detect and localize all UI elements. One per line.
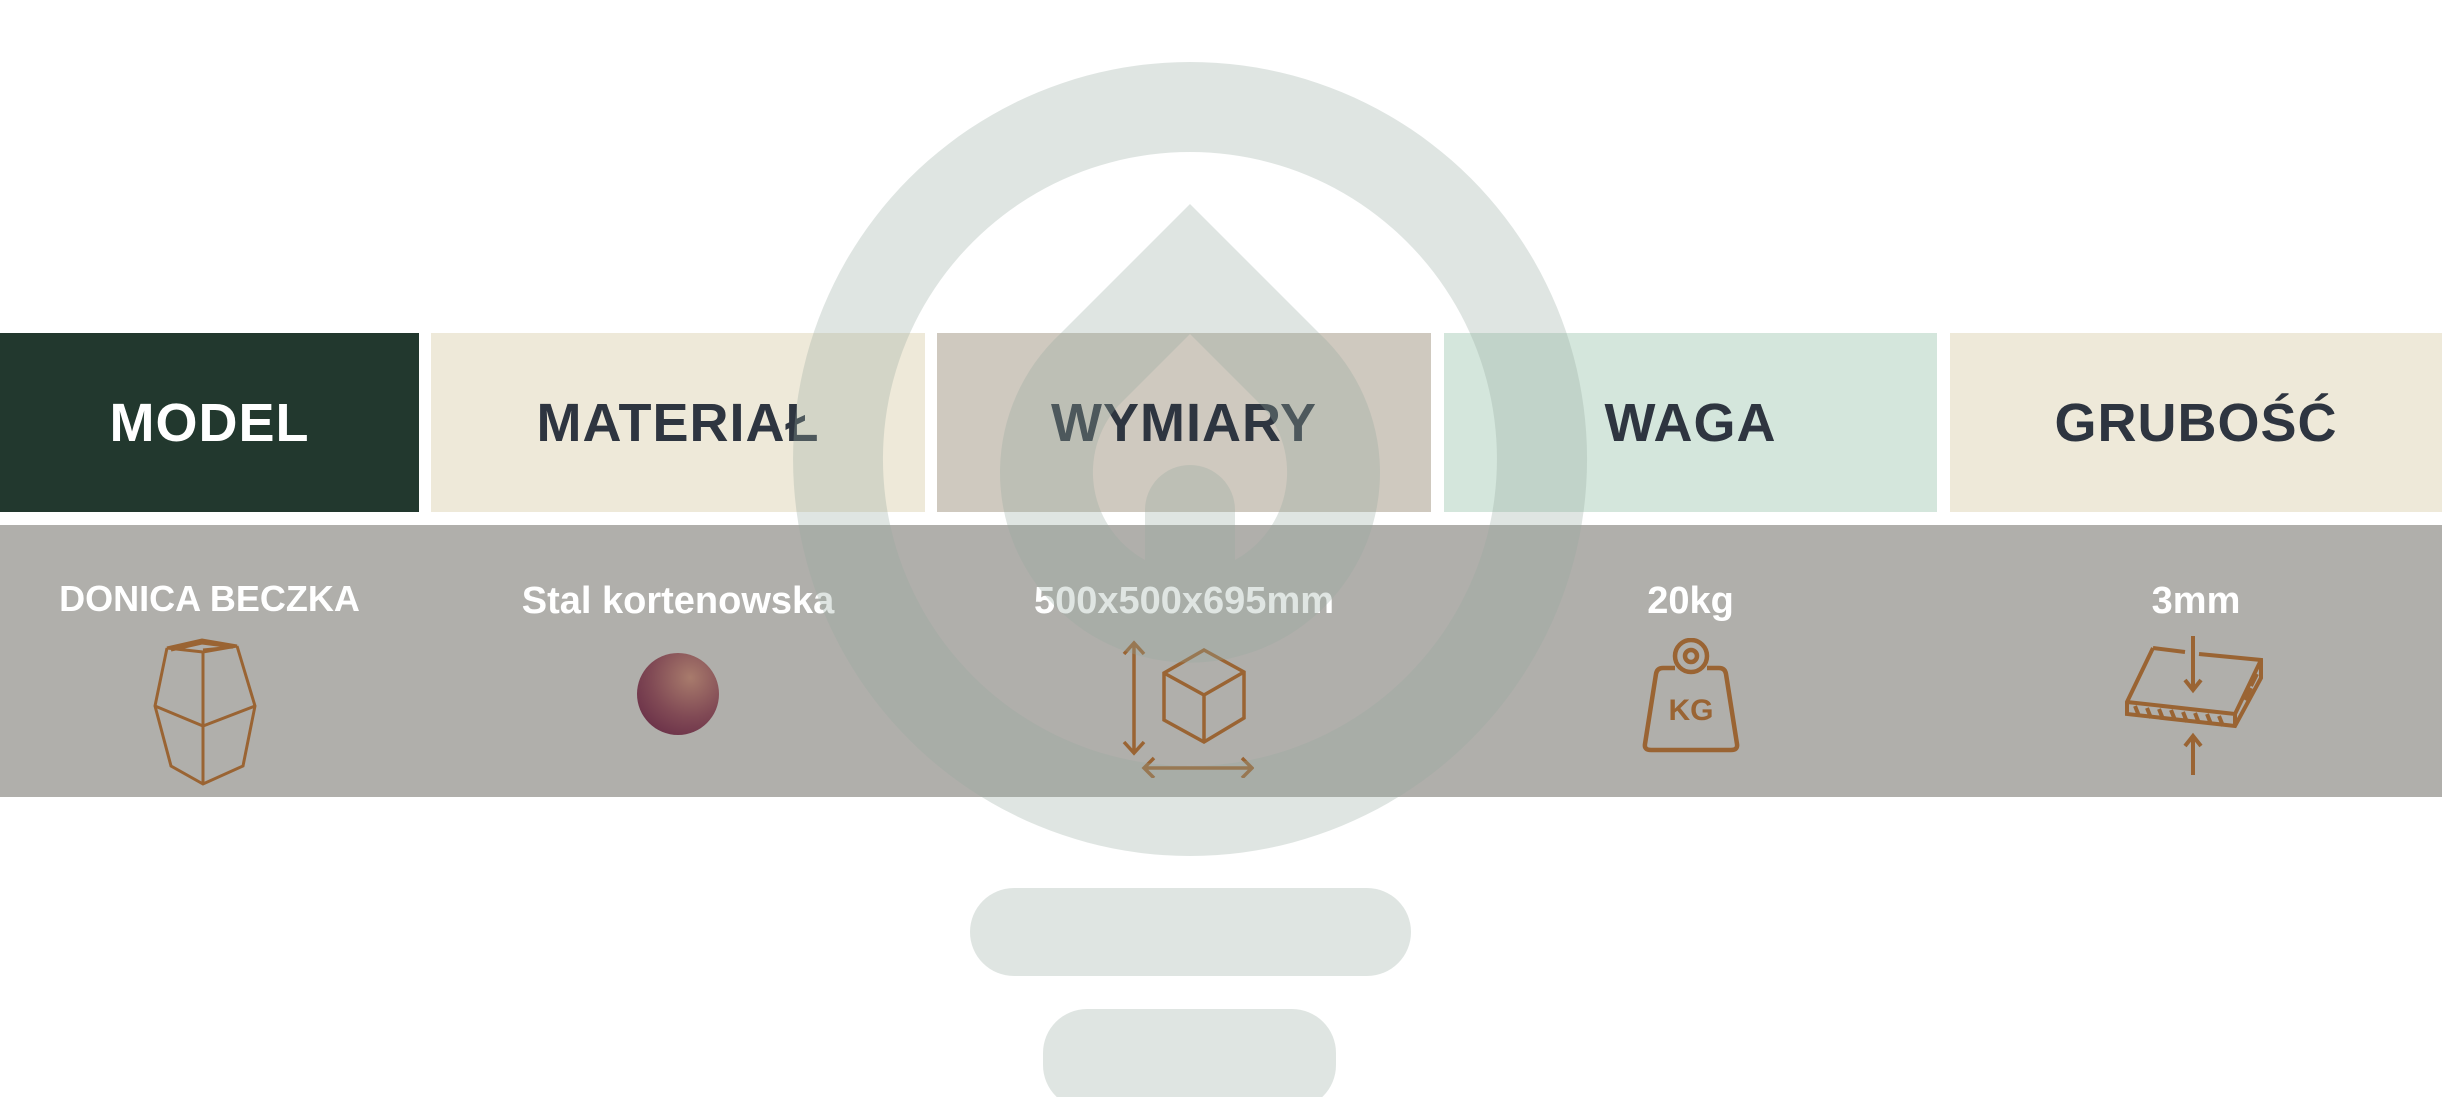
cube-dimensions-icon <box>1122 640 1254 778</box>
values-band: DONICA BECZKA Stal kortenowska 500x500x6… <box>0 525 2442 797</box>
header-dimensions: WYMIARY <box>937 333 1431 512</box>
material-value: Stal kortenowska <box>521 580 835 622</box>
kg-weight-icon: KG <box>1642 638 1739 753</box>
header-model: MODEL <box>0 333 419 512</box>
model-cell: DONICA BECZKA <box>0 525 419 797</box>
corten-sphere-icon <box>637 653 719 735</box>
thickness-cell: 3mm <box>1950 525 2442 797</box>
header-thickness: GRUBOŚĆ <box>1950 333 2442 512</box>
model-value: DONICA BECZKA <box>59 578 360 619</box>
dimensions-value: 500x500x695mm <box>1033 580 1335 622</box>
thickness-value: 3mm <box>2151 580 2241 622</box>
header-material: MATERIAŁ <box>431 333 925 512</box>
barrel-planter-icon <box>152 638 257 786</box>
header-weight: WAGA <box>1444 333 1937 512</box>
sheet-thickness-icon <box>2125 636 2263 775</box>
svg-text:KG: KG <box>1668 694 1713 727</box>
weight-cell: 20kg KG <box>1444 525 1937 797</box>
weight-value: 20kg <box>1647 580 1734 622</box>
dimensions-cell: 500x500x695mm <box>937 525 1431 797</box>
material-cell: Stal kortenowska <box>431 525 925 797</box>
